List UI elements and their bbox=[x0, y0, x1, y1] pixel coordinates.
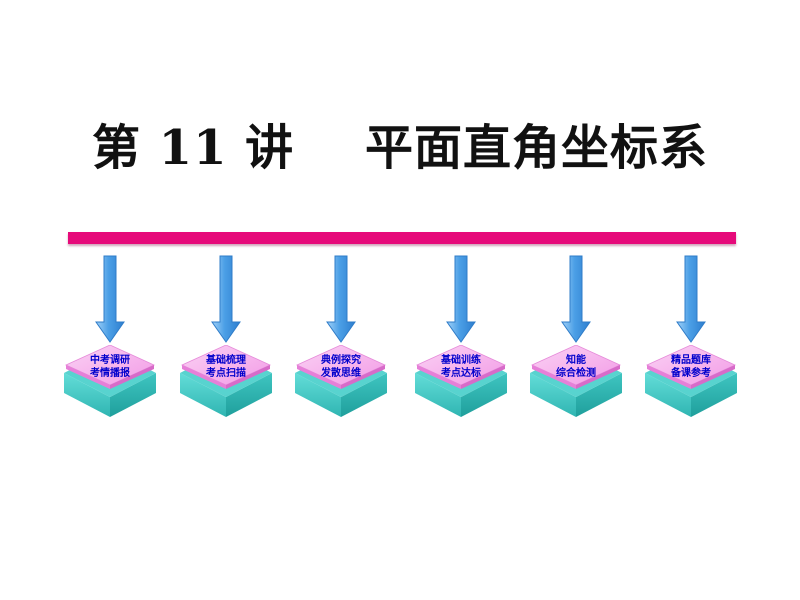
node-label-line1: 基础训练 bbox=[441, 355, 481, 366]
node-label-line2: 综合检测 bbox=[556, 368, 596, 379]
node-label[interactable]: 典例探究 发散思维 bbox=[293, 354, 389, 380]
node-label[interactable]: 精品题库 备课参考 bbox=[643, 354, 739, 380]
nav-node-4[interactable]: 知能 综合检测 bbox=[528, 250, 624, 425]
node-label[interactable]: 基础梳理 考点扫描 bbox=[178, 354, 274, 380]
nav-node-1[interactable]: 基础梳理 考点扫描 bbox=[178, 250, 274, 425]
down-arrow-icon bbox=[446, 255, 476, 343]
down-arrow-icon bbox=[95, 255, 125, 343]
nav-node-5[interactable]: 精品题库 备课参考 bbox=[643, 250, 739, 425]
down-arrow-icon bbox=[211, 255, 241, 343]
node-label-line2: 发散思维 bbox=[321, 368, 361, 379]
node-label-line2: 备课参考 bbox=[671, 368, 711, 379]
node-label[interactable]: 中考调研 考情播报 bbox=[62, 354, 158, 380]
nav-node-2[interactable]: 典例探究 发散思维 bbox=[293, 250, 389, 425]
node-label-line1: 精品题库 bbox=[671, 355, 711, 366]
node-label-line1: 基础梳理 bbox=[206, 355, 246, 366]
node-label-line1: 典例探究 bbox=[321, 355, 361, 366]
node-label-line1: 中考调研 bbox=[90, 355, 130, 366]
timeline-bar bbox=[68, 232, 736, 244]
node-label[interactable]: 基础训练 考点达标 bbox=[413, 354, 509, 380]
page-title: 第 11 讲 平面直角坐标系 bbox=[91, 120, 709, 176]
down-arrow-icon bbox=[326, 255, 356, 343]
node-label-line2: 考点达标 bbox=[441, 368, 481, 379]
down-arrow-icon bbox=[676, 255, 706, 343]
down-arrow-icon bbox=[561, 255, 591, 343]
node-label[interactable]: 知能 综合检测 bbox=[528, 354, 624, 380]
nav-node-0[interactable]: 中考调研 考情播报 bbox=[62, 250, 158, 425]
node-label-line1: 知能 bbox=[566, 355, 586, 366]
node-label-line2: 考点扫描 bbox=[206, 368, 246, 379]
node-label-line2: 考情播报 bbox=[90, 368, 130, 379]
nav-node-3[interactable]: 基础训练 考点达标 bbox=[413, 250, 509, 425]
